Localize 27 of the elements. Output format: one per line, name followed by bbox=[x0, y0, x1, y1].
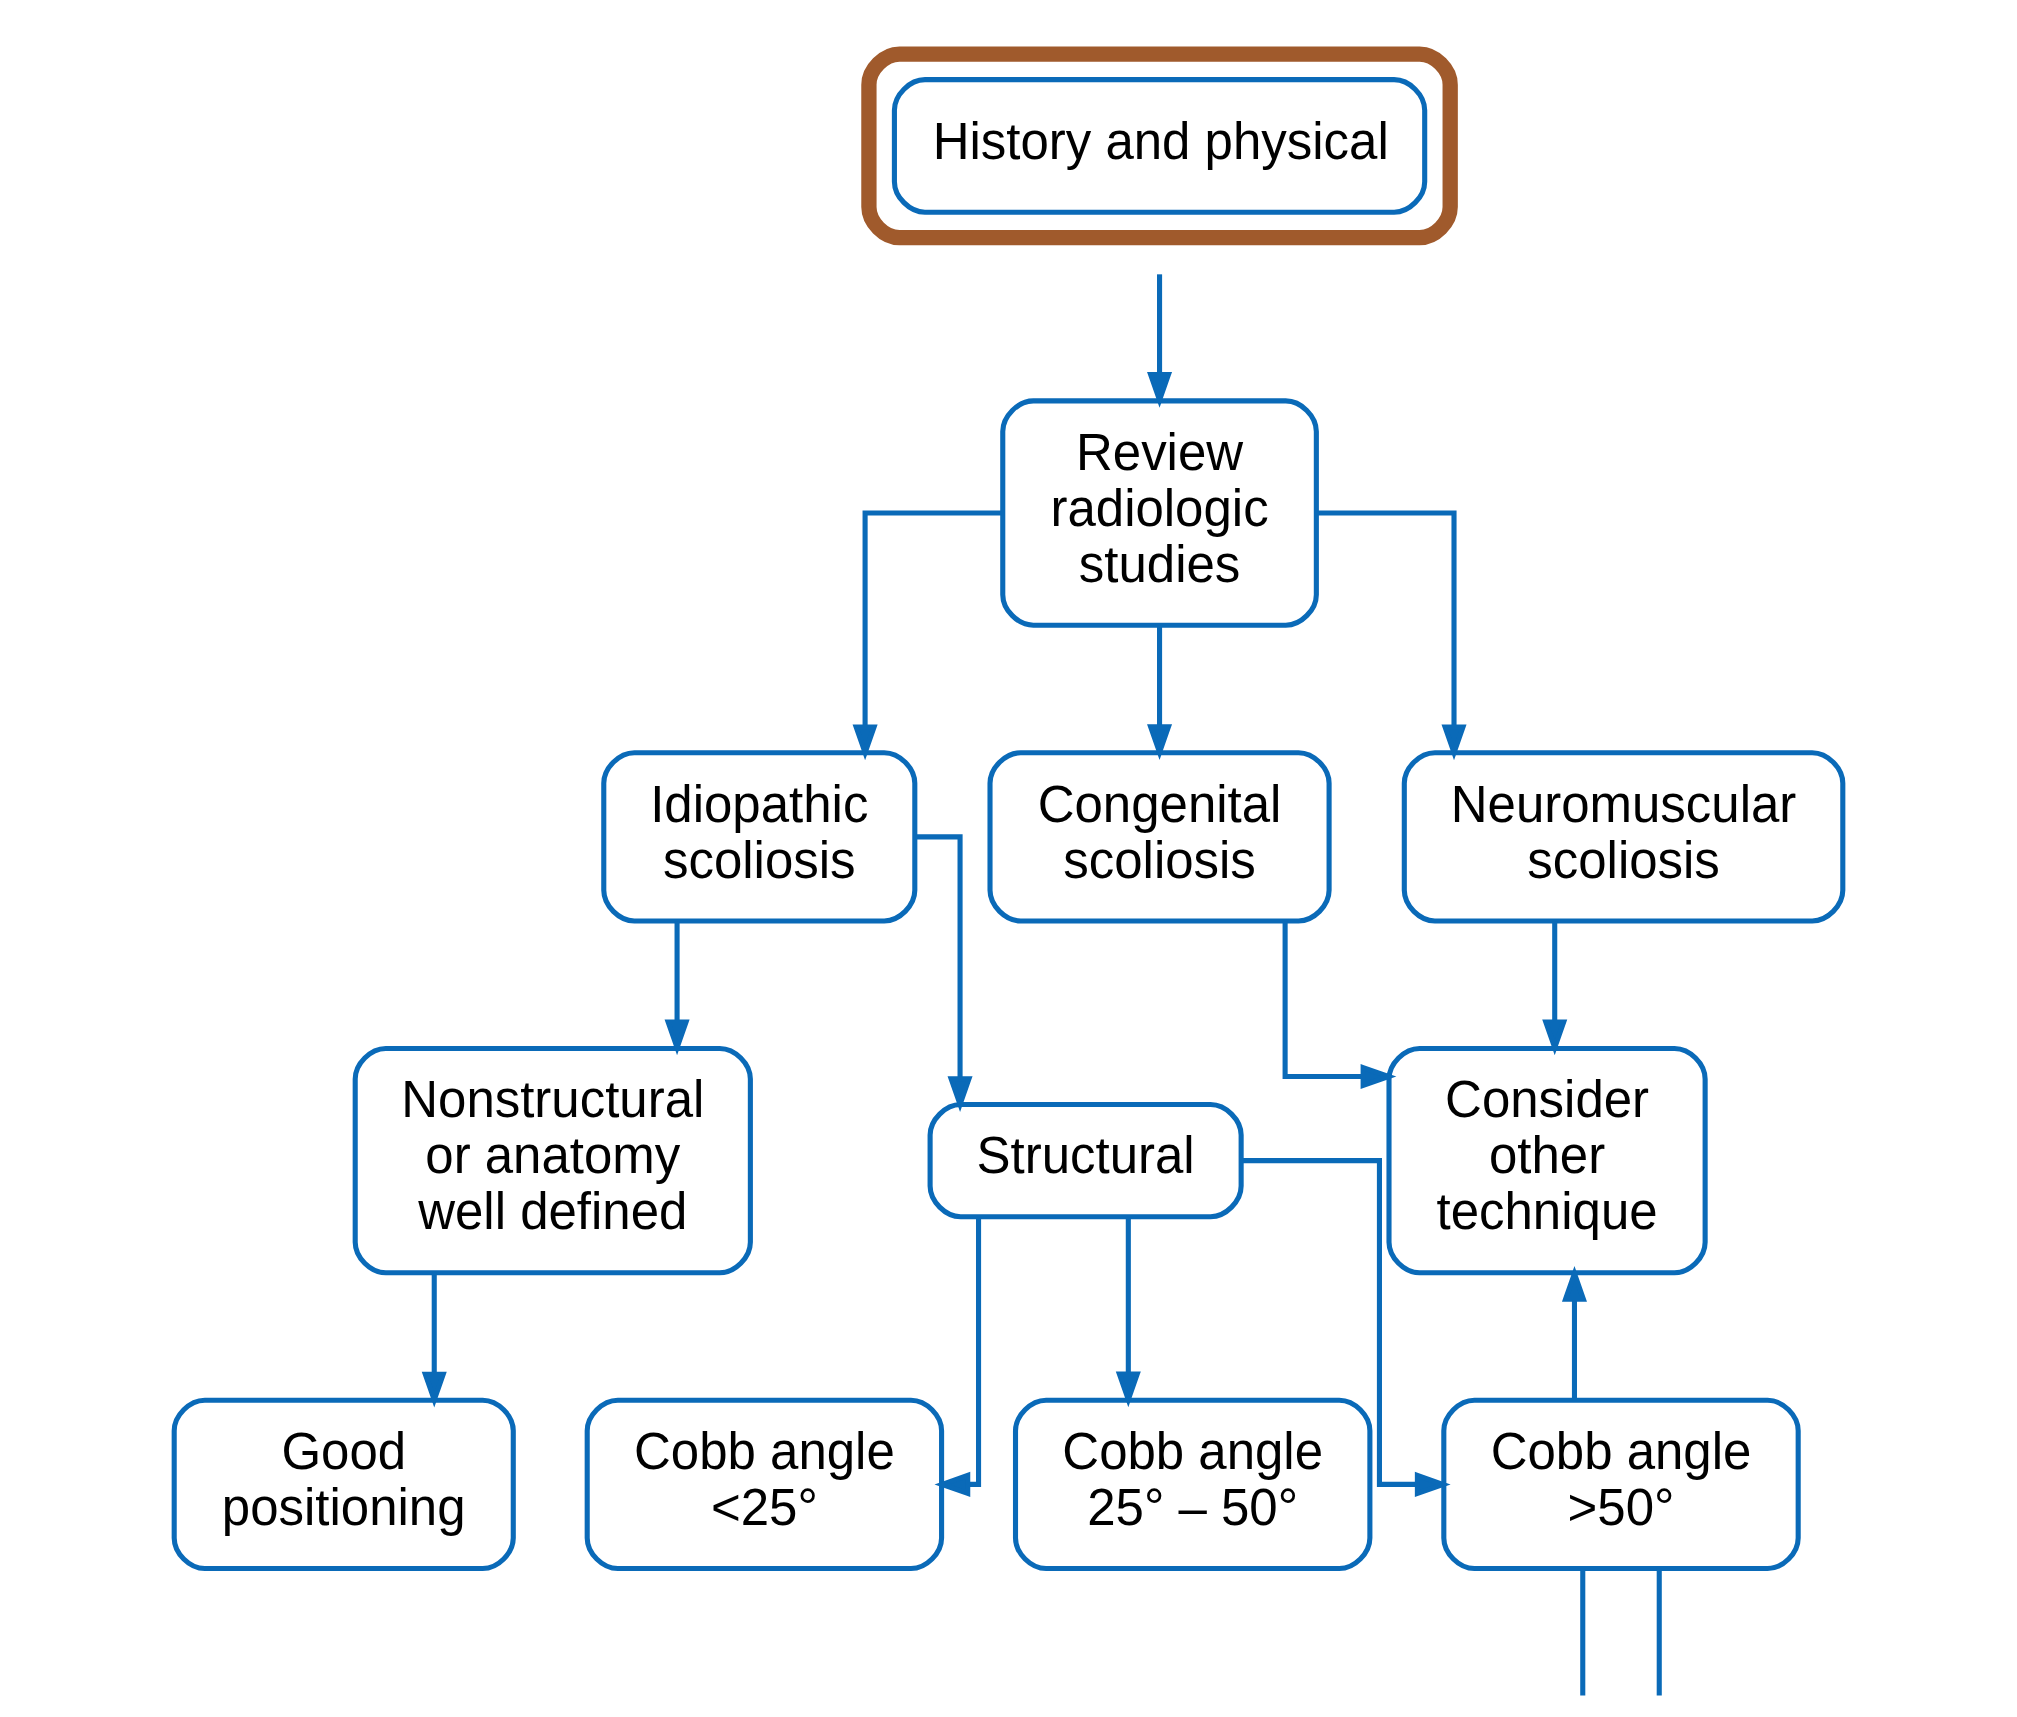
node-box: Structural bbox=[927, 1101, 1244, 1220]
node-box: Cobb angle 25° – 50° bbox=[1012, 1397, 1373, 1572]
node-box: Idiopathic scoliosis bbox=[601, 750, 918, 924]
arrow bbox=[1542, 921, 1568, 1056]
connector bbox=[1656, 1568, 1662, 1696]
arrow bbox=[934, 1217, 982, 1497]
connector bbox=[1580, 1568, 1586, 1696]
node-box: Consider other technique bbox=[1386, 1045, 1708, 1276]
node-box: Neuromuscular scoliosis bbox=[1401, 750, 1846, 924]
node-box: Cobb angle >50° bbox=[1441, 1397, 1801, 1572]
arrow bbox=[915, 834, 973, 1112]
arrow bbox=[852, 510, 1002, 761]
node-box: Nonstructural or anatomy well defined bbox=[352, 1045, 753, 1276]
node-box: Congenital scoliosis bbox=[987, 750, 1332, 924]
node-box: Review radiologic studies bbox=[1000, 398, 1319, 628]
node-box: Cobb angle <25° bbox=[584, 1397, 945, 1572]
arrow bbox=[1317, 510, 1467, 761]
arrow bbox=[1115, 1217, 1141, 1408]
arrow bbox=[1282, 921, 1397, 1089]
arrow bbox=[1147, 274, 1173, 408]
arrow bbox=[664, 921, 690, 1056]
arrow bbox=[1561, 1265, 1587, 1401]
arrow bbox=[1147, 625, 1173, 760]
arrow bbox=[421, 1272, 447, 1408]
node-box: Good positioning bbox=[171, 1397, 516, 1572]
node-box: History and physical bbox=[861, 46, 1458, 246]
arrow bbox=[1242, 1158, 1451, 1497]
